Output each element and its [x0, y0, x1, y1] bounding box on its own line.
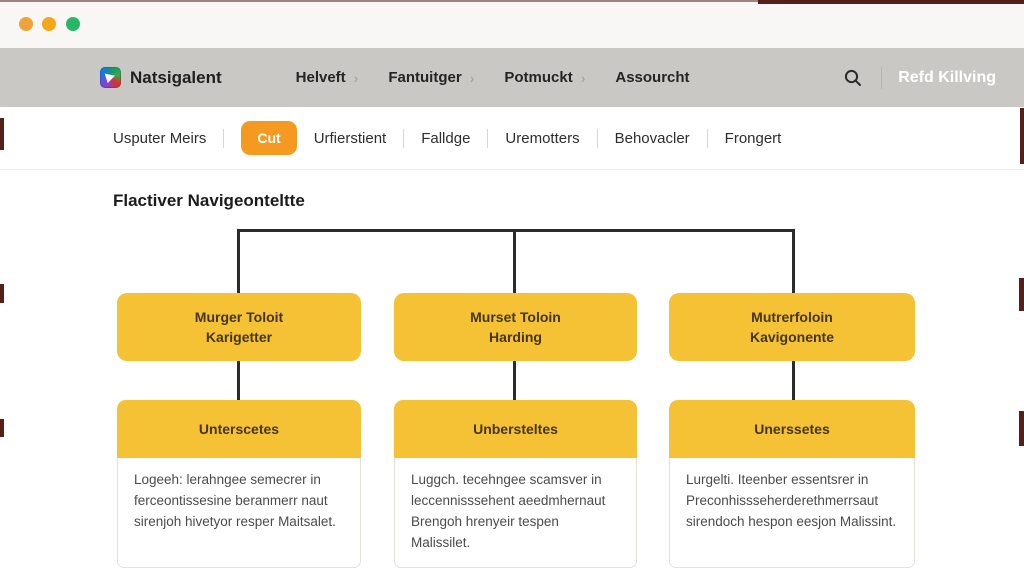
search-icon[interactable] — [841, 66, 865, 90]
site-header: Natsigalent Helveft › Fantuitger › Potmu… — [0, 48, 1024, 107]
edge-artifact — [1019, 411, 1024, 446]
subcategory-node: Unbersteltes — [394, 400, 637, 458]
subcategory-node: Unterscetes — [117, 400, 361, 458]
primary-nav: Helveft › Fantuitger › Potmuckt › Assour… — [288, 63, 698, 92]
nav-item-4[interactable]: Assourcht — [615, 69, 690, 86]
edge-artifact — [0, 0, 1024, 2]
connector-line — [792, 361, 795, 400]
user-name-link[interactable]: Refd Killving — [898, 68, 996, 86]
connector-line — [237, 229, 240, 293]
nav-item-3[interactable]: Potmuckt › — [504, 69, 586, 86]
connector-line — [237, 361, 240, 400]
description-card: Luggch. tecehngee scamsver in leccenniss… — [394, 458, 637, 568]
brand-logo-icon — [100, 67, 121, 88]
category-node: Murger Toloit Karigetter — [117, 293, 361, 361]
connector-line — [513, 229, 516, 293]
header-right-group: Refd Killving — [841, 66, 996, 90]
column-spacer — [117, 361, 361, 400]
page-title: Flactiver Navigeonteltte — [113, 191, 305, 210]
subnav-item-1[interactable]: Usputer Meirs — [113, 129, 207, 147]
header-divider — [881, 66, 883, 89]
connector-line — [237, 229, 795, 232]
subnav-item-6[interactable]: Behovacler — [614, 129, 690, 147]
edge-artifact — [1019, 278, 1024, 311]
subnav-item-7[interactable]: Frongert — [724, 129, 782, 147]
edge-artifact — [0, 419, 4, 437]
subnav-separator — [223, 128, 225, 148]
subnav-separator — [596, 128, 598, 148]
subcategory-node: Unerssetes — [669, 400, 915, 458]
column-spacer — [394, 361, 637, 400]
subnav-item-4[interactable]: Falldge — [421, 129, 471, 147]
category-node: Mutrerfoloin Kavigonente — [669, 293, 915, 361]
brand-logo-group[interactable]: Natsigalent — [100, 67, 222, 88]
window-titlebar — [0, 0, 1024, 48]
chevron-right-icon: › — [580, 69, 586, 86]
diagram-column-1: Murger Toloit Karigetter Unterscetes Log… — [117, 293, 361, 568]
brand-name: Natsigalent — [130, 67, 222, 87]
chevron-right-icon: › — [353, 69, 359, 86]
window-maximize-button[interactable] — [66, 17, 80, 31]
nav-item-2[interactable]: Fantuitger › — [388, 69, 475, 86]
category-node: Murset Toloin Harding — [394, 293, 637, 361]
window-minimize-button[interactable] — [42, 17, 56, 31]
column-spacer — [669, 361, 915, 400]
subnav-separator — [403, 128, 405, 148]
nav-item-1[interactable]: Helveft › — [295, 69, 359, 86]
diagram-column-3: Mutrerfoloin Kavigonente Unerssetes Lurg… — [669, 293, 915, 568]
connector-line — [513, 361, 516, 400]
subnav-item-5[interactable]: Uremotters — [505, 129, 580, 147]
chevron-right-icon: › — [469, 69, 475, 86]
connector-line — [792, 229, 795, 293]
window-close-button[interactable] — [19, 17, 33, 31]
edge-artifact — [0, 284, 4, 303]
edge-artifact — [1020, 108, 1024, 164]
description-card: Lurgelti. Iteenber essentsrer in Preconh… — [669, 458, 915, 568]
subnav-active-item[interactable]: Cut — [241, 121, 297, 155]
secondary-nav: Usputer Meirs Cut Urfierstient Falldge U… — [0, 107, 1024, 170]
subnav-separator — [706, 128, 708, 148]
diagram-column-2: Murset Toloin Harding Unbersteltes Luggc… — [394, 293, 637, 568]
description-card: Logeeh: lerahngee semecrer in ferceontis… — [117, 458, 361, 568]
subnav-item-3[interactable]: Urfierstient — [313, 129, 387, 147]
edge-artifact — [0, 118, 4, 150]
edge-artifact — [758, 0, 1024, 4]
subnav-separator — [487, 128, 489, 148]
